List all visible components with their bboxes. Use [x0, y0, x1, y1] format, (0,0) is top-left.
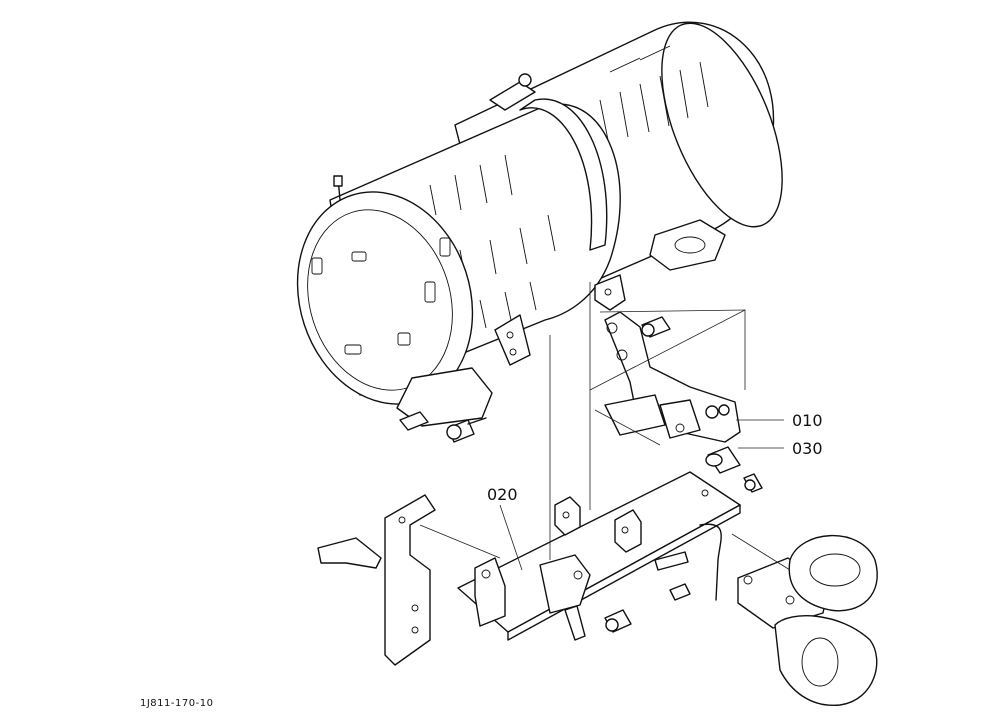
bracket-010	[604, 311, 741, 443]
leader-lines	[419, 282, 791, 571]
callout-010: 010	[792, 411, 823, 430]
drawing-code: 1J811-170-10	[140, 698, 213, 709]
callout-020: 020	[487, 485, 518, 504]
left-bracket	[317, 494, 436, 666]
callout-030: 030	[792, 439, 823, 458]
bolt-group	[446, 316, 763, 633]
mounting-plate-020	[457, 471, 741, 641]
muffler-assembly	[296, 21, 783, 431]
exhaust-elbow	[737, 534, 878, 706]
